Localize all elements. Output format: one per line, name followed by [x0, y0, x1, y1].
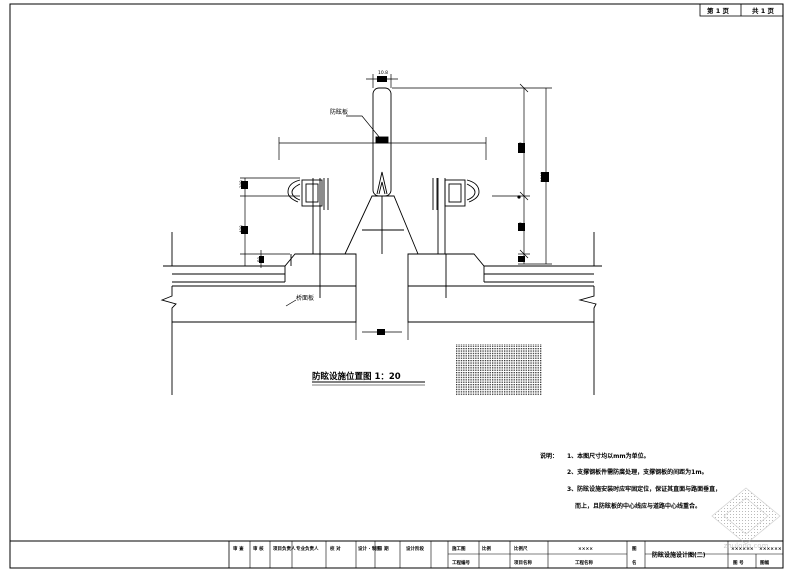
tb-cell-3: 专业负责人: [296, 545, 319, 552]
notes-heading: 说明：: [540, 452, 558, 460]
tb-code: ××××××: [759, 546, 782, 552]
label-board: 防眩板: [330, 108, 348, 116]
dim-upper-height: 800: [518, 142, 523, 150]
deck-leader: [285, 299, 297, 307]
title-block: 审 查 审 核 项目负责人 专业负责人 校 对 设计 · 制图 日 期 设计阶段…: [9, 540, 784, 569]
page-total: 共 1 页: [752, 6, 775, 15]
tb-cell-4: 校 对: [330, 545, 341, 552]
tb-cell-5: 设计 · 制图: [358, 545, 381, 552]
page-number: 第 1 页: [707, 6, 730, 15]
tb-cell-2: 项目负责人: [273, 545, 296, 552]
tb-cell-10: 比例尺: [514, 545, 528, 552]
drawing-title: 防眩设施位置图 1：20: [312, 371, 401, 382]
right-vertical-dimensions: [392, 83, 552, 265]
dim-top-width: 10.8: [378, 70, 388, 76]
stipple-block: [456, 344, 542, 396]
right-guard-post: [432, 178, 480, 254]
tb-cell-16: 图: [632, 545, 637, 552]
board-leader: [346, 115, 381, 139]
note-2: 2、支撑钢板件需防腐处理，支撑钢板的间距为1m。: [567, 468, 708, 476]
center-mount: [344, 195, 419, 255]
dim-total-height: 1040: [540, 171, 545, 182]
dim-right-low: 50: [518, 256, 523, 262]
tb-cell-19: 图幅: [760, 559, 769, 566]
tb-cell-6: 日 期: [378, 545, 389, 552]
sheet-border: [9, 3, 784, 569]
grid-logo-icon: zhulong.com: [711, 487, 781, 550]
left-vertical-dimensions: [240, 177, 300, 268]
tb-cell-17: 名: [632, 559, 637, 566]
tb-cell-11: 工程编号: [452, 559, 470, 566]
tb-small-code: ××××××: [731, 546, 754, 552]
tb-drawing-name: 防眩设施设计图(二): [652, 551, 706, 559]
note-1: 1、本图尺寸均以mm为单位。: [567, 452, 650, 460]
dim-lower-height: 400: [518, 222, 523, 230]
note-4: 而上，且防眩板的中心线应与道路中心线重合。: [575, 502, 701, 510]
tb-cell-14: ××××: [578, 546, 593, 552]
tb-cell-1: 审 核: [253, 545, 264, 552]
tb-cell-0: 审 查: [233, 545, 244, 552]
tb-cell-18: 图 号: [733, 559, 744, 566]
right-deck: [407, 232, 602, 395]
dim-markers: [241, 76, 549, 335]
width-dimension: [278, 137, 487, 160]
section-drawing: [160, 74, 602, 395]
anti-glare-board: [372, 87, 392, 197]
label-deck: 桥面板: [296, 294, 314, 302]
dim-left-mid: 400: [239, 225, 244, 233]
watermark-text: zhulong.com: [724, 542, 769, 550]
left-guard-post: [287, 178, 329, 254]
dim-left-low: 50: [257, 256, 262, 262]
tb-cell-12: 项目名称: [514, 559, 532, 566]
dim-left-upper: 100: [239, 180, 244, 188]
tb-cell-7: 设计阶段: [406, 545, 424, 552]
notes: 说明： 1、本图尺寸均以mm为单位。 2、支撑钢板件需防腐处理，支撑钢板的间距为…: [540, 452, 721, 510]
tb-cell-8: 施工图: [452, 545, 466, 552]
note-3: 3、防眩设施安装时应牢固定位，保证其直面与路面垂直，: [567, 485, 721, 493]
left-deck: [160, 232, 357, 395]
page-counter: 第 1 页 共 1 页: [699, 3, 784, 17]
tb-cell-13: 工程名称: [575, 559, 593, 566]
tb-cell-9: 比例: [482, 545, 491, 552]
